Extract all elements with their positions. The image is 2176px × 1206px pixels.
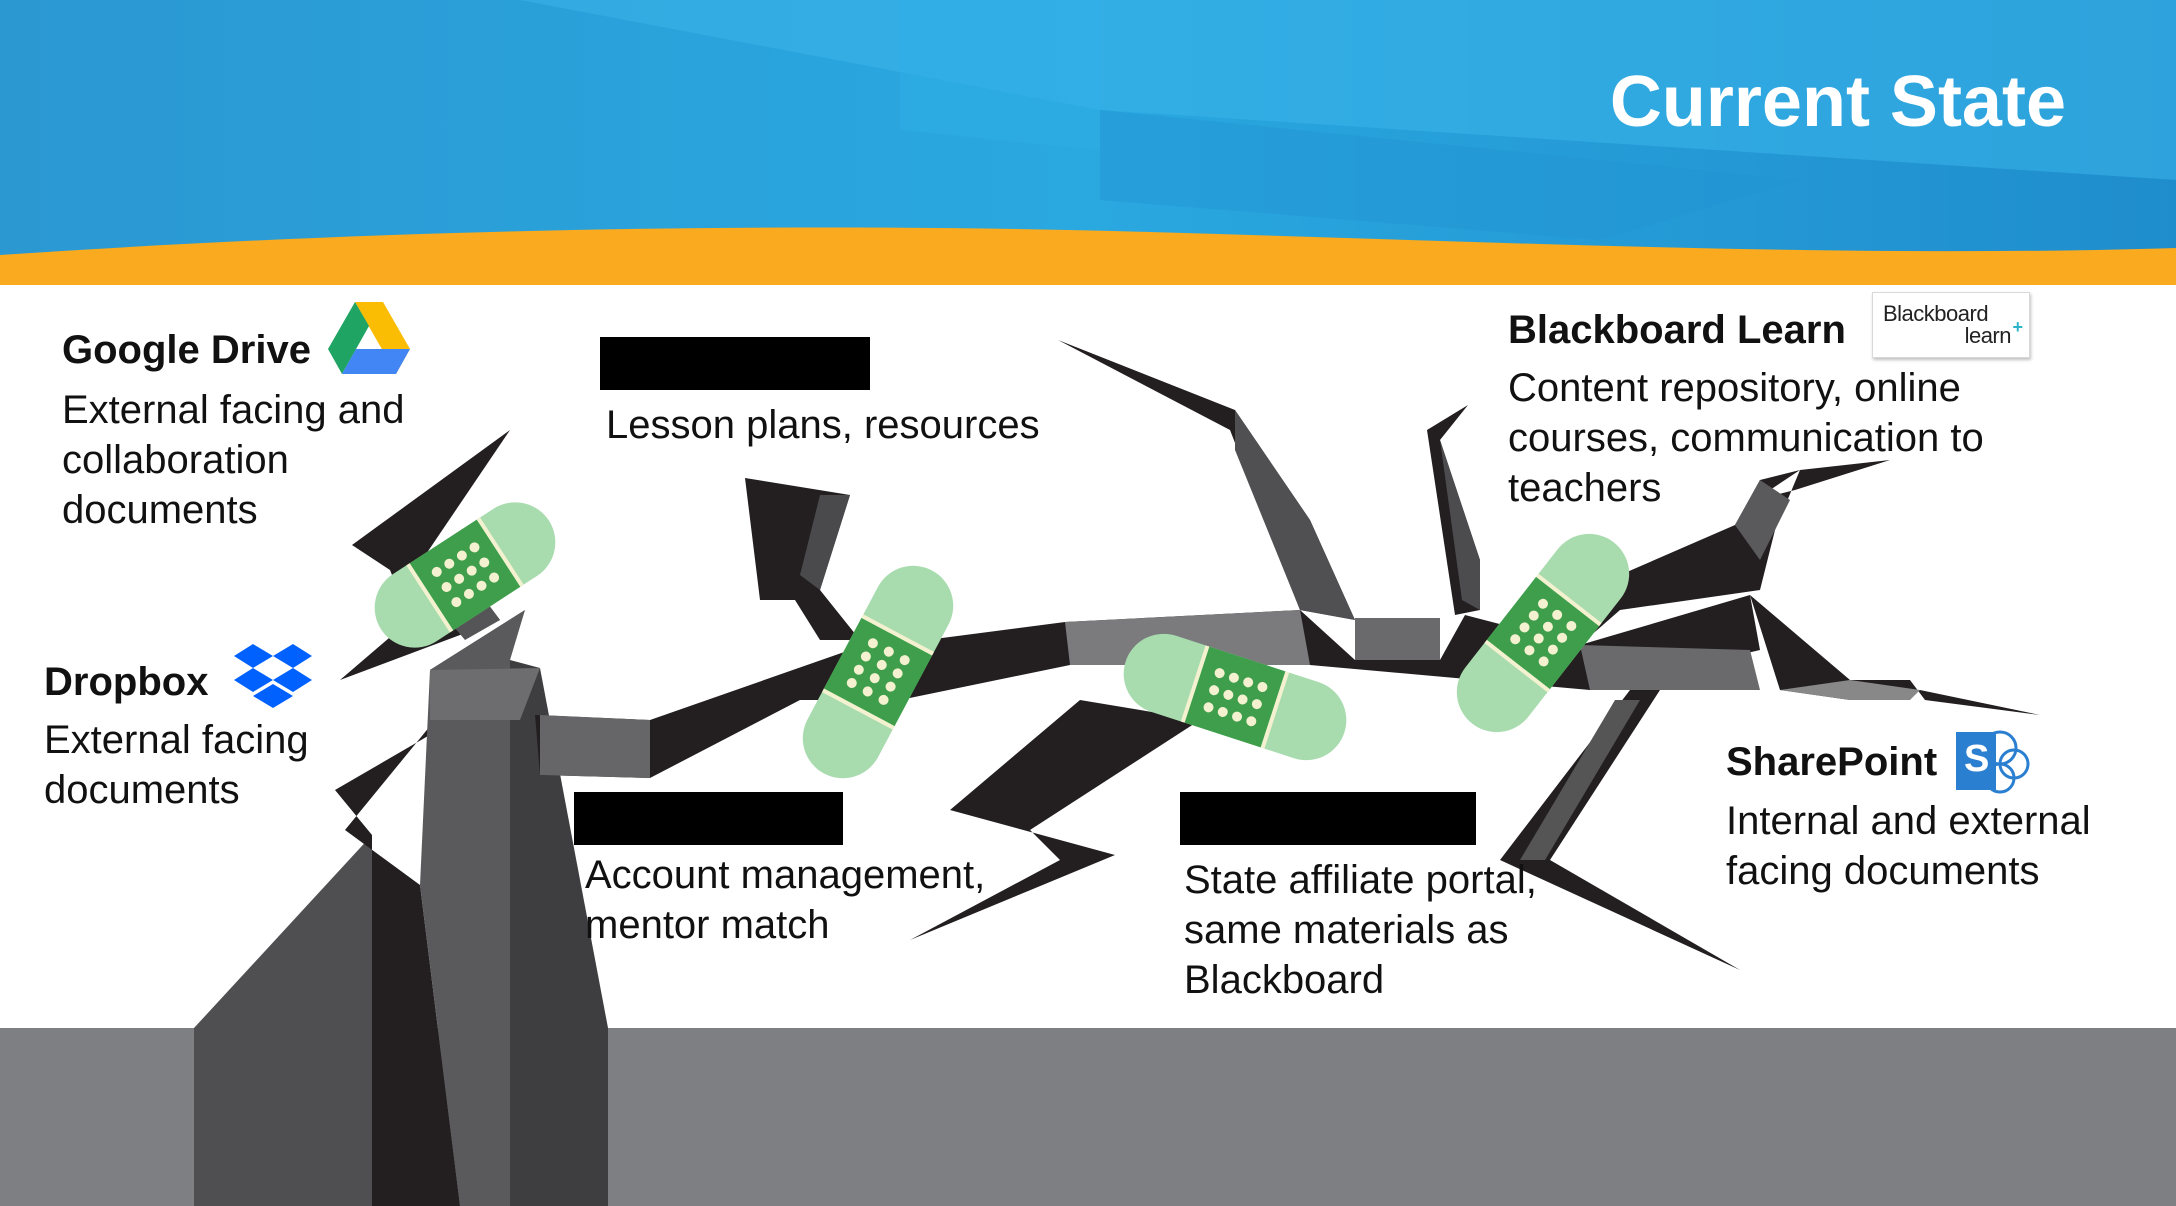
crack-upper-4: [1580, 460, 1890, 645]
dropbox-title: Dropbox: [44, 660, 209, 704]
blackboard-logo-text: Blackboard: [1883, 301, 1989, 326]
bandage-3: [1123, 633, 1347, 761]
crack-upper-4-side: [1735, 480, 1790, 560]
crack-main: [535, 595, 2040, 778]
blackboard-learn-description: Content repository, online courses, comm…: [1508, 366, 1984, 510]
crack-upper-2-side: [1235, 410, 1355, 620]
header-banner: [0, 0, 2176, 285]
redacted-tool-name-3: [1180, 792, 1476, 845]
sharepoint-icon: S: [1956, 726, 2032, 796]
redacted-tool-3-description: State affiliate portal, same materials a…: [1184, 858, 1537, 1002]
crack-upper-1-side: [800, 495, 850, 590]
chasm: [194, 610, 608, 1206]
bandage-2: [802, 565, 954, 779]
sharepoint-title: SharePoint: [1726, 740, 1938, 784]
dropbox-description: External facing documents: [44, 718, 309, 812]
sharepoint-icon-letter: S: [1964, 738, 1990, 780]
redacted-tool-name-1: [600, 337, 870, 390]
dropbox-icon: [234, 644, 312, 708]
crack-lower-2-side: [1520, 700, 1640, 860]
redacted-tool-1-description: Lesson plans, resources: [606, 403, 1040, 447]
crack-lower-1: [910, 700, 1200, 940]
google-drive-icon: [328, 302, 410, 374]
google-drive-title: Google Drive: [62, 328, 311, 372]
sharepoint-description: Internal and external facing documents: [1726, 799, 2091, 893]
google-drive-description: External facing and collaboration docume…: [62, 388, 405, 532]
crack-upper-3-side: [1440, 440, 1480, 610]
bandage-1: [374, 502, 556, 648]
redacted-tool-name-2: [574, 792, 843, 845]
redacted-tool-2-description: Account management, mentor match: [585, 853, 986, 947]
blackboard-learn-title: Blackboard Learn: [1508, 308, 1846, 352]
learn-logo-text: learn: [1964, 323, 2012, 348]
bandage-4: [1456, 533, 1630, 733]
slide-title: Current State: [1609, 62, 2066, 142]
blackboard-learn-logo: Blackboard learn +: [1872, 292, 2030, 358]
learn-plus-icon: +: [2012, 317, 2023, 337]
